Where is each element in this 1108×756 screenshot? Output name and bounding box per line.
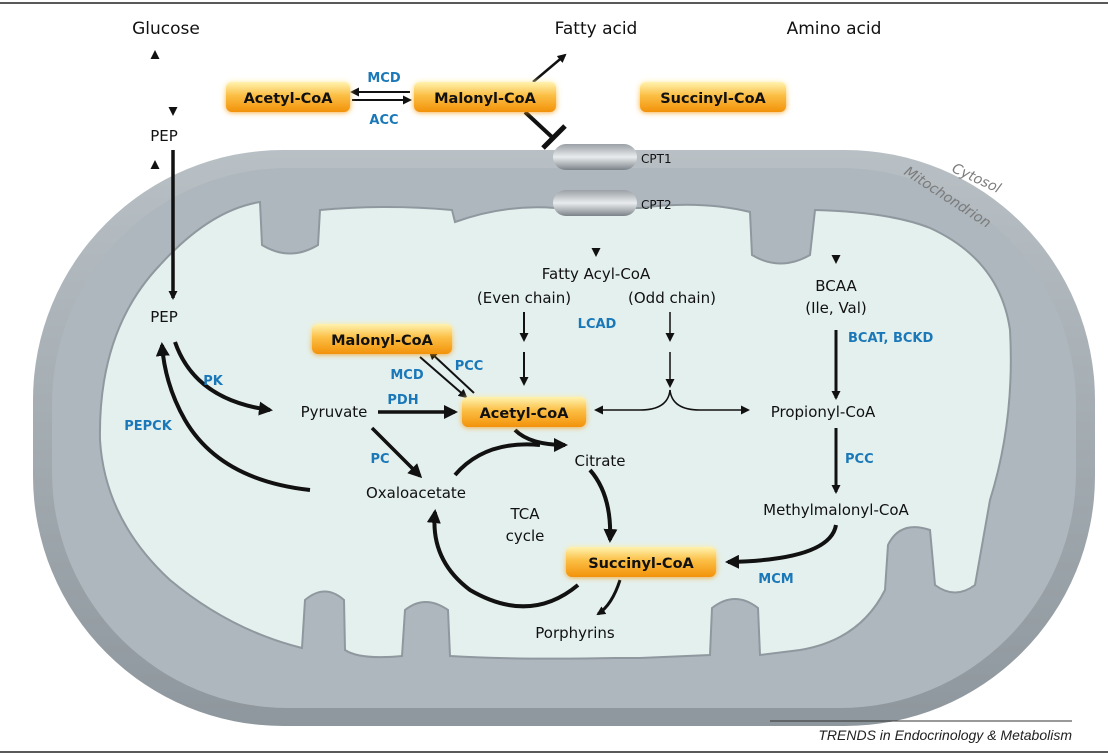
succinyl-to-porphyrins-arrow: [596, 579, 622, 616]
succinyl-to-oxaloacetate-arrow: [426, 509, 580, 609]
mitochondrial-matrix: [98, 200, 1012, 660]
bcat-bckd-label: BCAT, BCKD: [848, 331, 934, 346]
tca-label-line2: cycle: [506, 527, 545, 545]
acc-label: ACC: [369, 113, 398, 128]
citrate-to-succinyl-arrow: [588, 468, 618, 543]
odd-to-propionyl-arrow: [669, 389, 750, 415]
mcm-label: MCM: [758, 572, 793, 587]
citrate-label: Citrate: [575, 452, 626, 470]
pcc-label: PCC: [845, 452, 874, 467]
mcm-arrow: [725, 524, 838, 569]
cytosol-succinyl-coa-box: [640, 82, 786, 112]
fatty-acid-label: Fatty acid: [555, 19, 638, 39]
acetyl-to-citrate-arrow: [513, 428, 568, 452]
pepck-arrow: [155, 342, 311, 492]
pcc-matrix-label: PCC: [455, 359, 484, 374]
mcd-matrix-label: MCD: [390, 368, 423, 383]
glucose-label: Glucose: [132, 19, 200, 39]
propionyl-coa-label: Propionyl-CoA: [771, 403, 876, 421]
odd-to-acetyl-arrow: [594, 389, 671, 415]
malonyl-to-fatty-acid-arrow: [532, 53, 567, 83]
cytosol-acetyl-coa-box: [226, 82, 350, 112]
pc-label: PC: [370, 452, 389, 467]
pyruvate-label: Pyruvate: [301, 403, 368, 421]
inhibition-bar: [541, 124, 567, 150]
bcaa-label: BCAA: [815, 277, 857, 295]
odd-chain-label: (Odd chain): [628, 289, 716, 307]
matrix-acetyl-coa-box: [462, 397, 586, 427]
pk-arrow: [173, 341, 273, 416]
cytosol-succinyl-coa-label: Succinyl-CoA: [660, 91, 766, 107]
ile-val-label: (Ile, Val): [805, 299, 867, 317]
matrix-acetyl-coa-label: Acetyl-CoA: [480, 406, 570, 422]
even-chain-label: (Even chain): [477, 289, 571, 307]
mcd-matrix-arrow: [419, 356, 468, 399]
cpt2-label: CPT2: [641, 198, 672, 212]
matrix-malonyl-coa-box: [312, 324, 452, 354]
oxaloacetate-label: Oxaloacetate: [366, 484, 466, 502]
cpt1-label: CPT1: [641, 152, 672, 166]
fatty-acyl-coa-label: Fatty Acyl-CoA: [542, 265, 651, 283]
methylmalonyl-coa-label: Methylmalonyl-CoA: [763, 501, 909, 519]
pk-label: PK: [203, 374, 224, 389]
matrix-pep-label: PEP: [150, 308, 178, 326]
pc-arrow: [370, 426, 423, 479]
cytosol-malonyl-coa-label: Malonyl-CoA: [434, 91, 537, 107]
tca-label-line1: TCA: [509, 505, 540, 523]
lcad-label: LCAD: [578, 317, 617, 332]
matrix-succinyl-coa-box: [566, 547, 716, 577]
cytosol-acetyl-coa-label: Acetyl-CoA: [244, 91, 334, 107]
cytosol-pep-label: PEP: [150, 127, 178, 145]
mcd-label: MCD: [367, 71, 400, 86]
pepck-label: PEPCK: [124, 419, 172, 434]
oxaloacetate-to-citrate-arc: [453, 442, 541, 477]
pdh-label: PDH: [387, 393, 418, 408]
malonyl-inhibition-line: [523, 110, 555, 140]
matrix-succinyl-coa-label: Succinyl-CoA: [588, 556, 694, 572]
matrix-malonyl-coa-label: Malonyl-CoA: [331, 333, 434, 349]
porphyrins-label: Porphyrins: [535, 624, 615, 642]
cytosol-malonyl-coa-box: [414, 82, 556, 112]
journal-credit: TRENDS in Endocrinology & Metabolism: [818, 727, 1072, 743]
amino-acid-label: Amino acid: [787, 19, 882, 39]
pcc-matrix-arrow: [428, 350, 475, 394]
